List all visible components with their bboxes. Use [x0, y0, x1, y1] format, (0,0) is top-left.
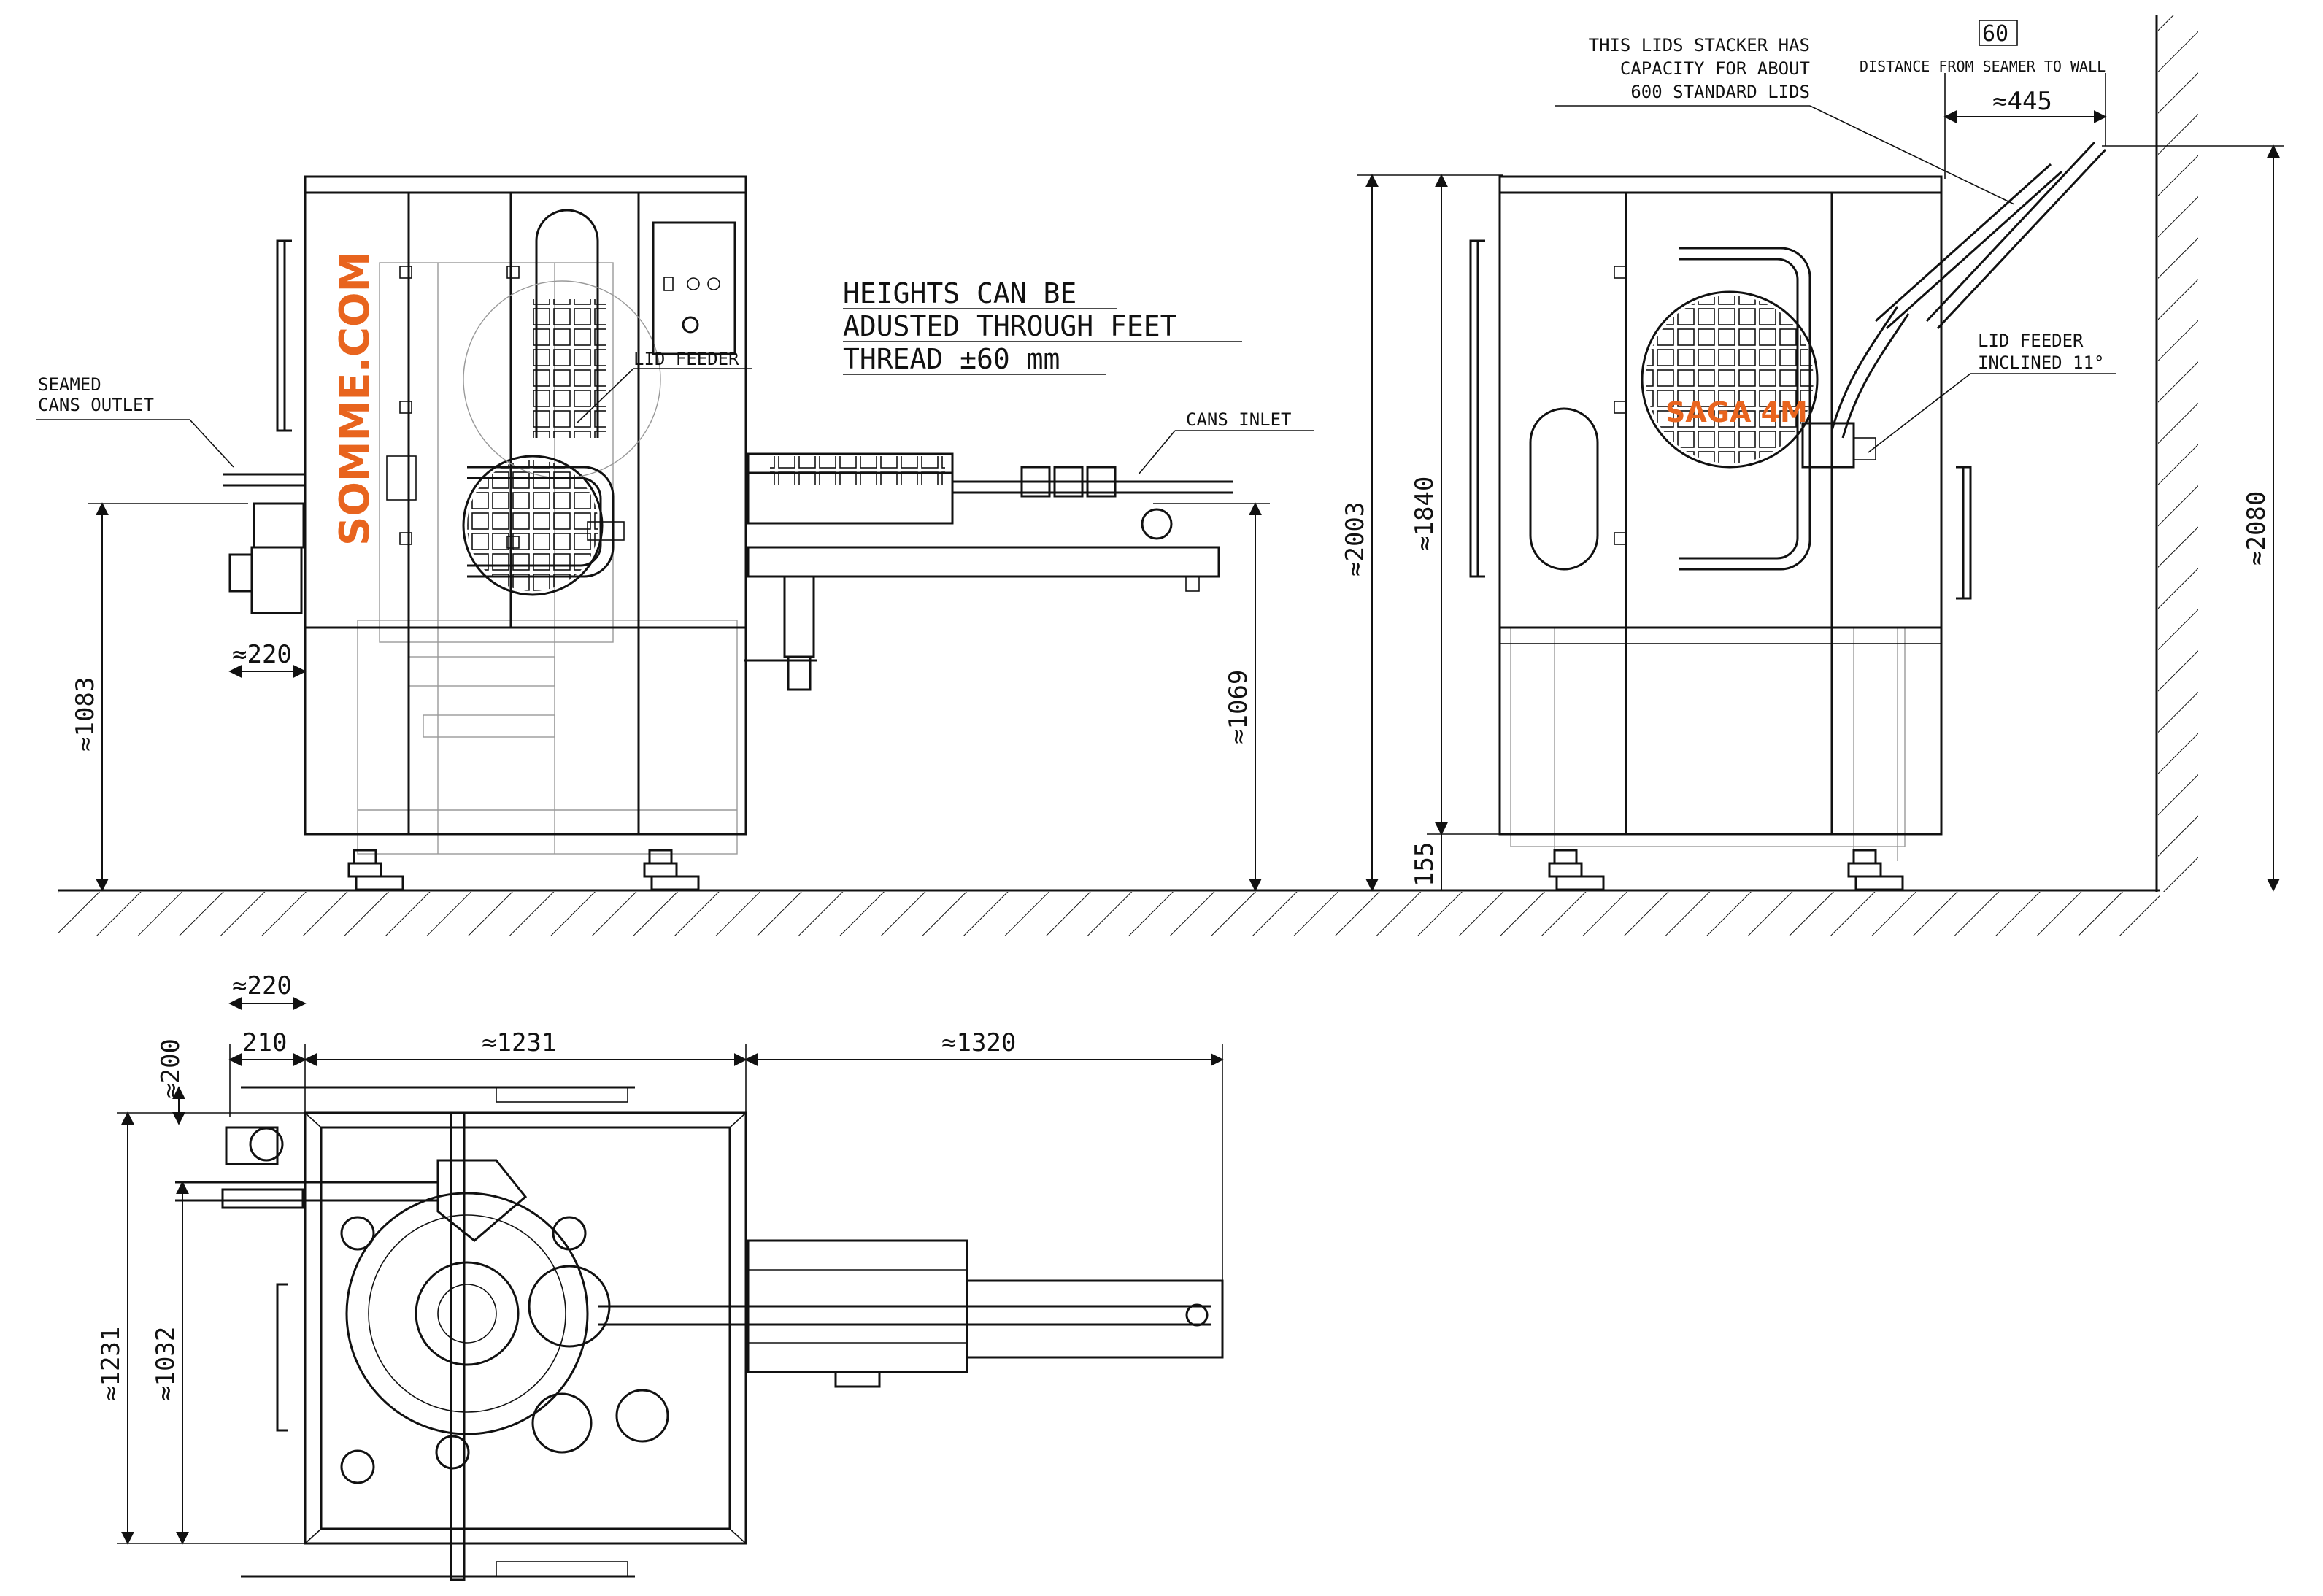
- cans-inlet-label: CANS INLET: [1186, 409, 1292, 430]
- dim-top-1320: ≈1320: [941, 1028, 1016, 1057]
- dim-top-210: 210: [242, 1028, 287, 1057]
- wall: [2155, 15, 2198, 892]
- top-inlet-conveyor: [598, 1239, 1224, 1388]
- heights-note-line1: HEIGHTS CAN BE: [843, 277, 1076, 309]
- dim-side-2080: ≈2080: [2242, 491, 2271, 566]
- top-view: [175, 1086, 1224, 1581]
- front-lid-grid: [533, 299, 606, 438]
- lid-feeder-label: LID FEEDER: [633, 349, 739, 369]
- dim-top-1231-h: ≈1231: [482, 1028, 556, 1057]
- floor-side: [1430, 889, 2160, 936]
- front-view: SOMME.COM: [223, 175, 1233, 891]
- leader-lines: [36, 105, 2116, 475]
- dim-top-220: ≈220: [232, 971, 292, 1001]
- side-ghost-frame: [1510, 627, 1906, 861]
- wall-distance-label: DISTANCE FROM SEAMER TO WALL: [1860, 58, 2106, 75]
- seamed-outlet-label-2: CANS OUTLET: [38, 395, 154, 415]
- dim-top-1231-v: ≈1231: [96, 1327, 126, 1401]
- stacker-note-line1: THIS LIDS STACKER HAS: [1589, 35, 1810, 55]
- dim-front-1083: ≈1083: [71, 677, 100, 752]
- front-turret-grid: [467, 460, 598, 591]
- side-turret-grid: [1646, 296, 1814, 463]
- dim-top-1032: ≈1032: [151, 1327, 180, 1401]
- side-feet: [1548, 849, 1904, 891]
- dim-top-200: ≈200: [156, 1038, 185, 1098]
- front-inlet-conveyor: [744, 452, 1233, 691]
- heights-note-line3: THREAD ±60 mm: [843, 343, 1060, 375]
- side-brand: SAGA 4M: [1665, 396, 1808, 428]
- front-feet: [347, 849, 700, 891]
- stacker-note-line2: CAPACITY FOR ABOUT: [1620, 58, 1810, 79]
- dim-side-155: 155: [1410, 842, 1439, 887]
- stacker-note-line3: 600 STANDARD LIDS: [1630, 82, 1810, 102]
- side-hinges: [1614, 266, 1627, 545]
- heights-note-line2: ADUSTED THROUGH FEET: [843, 310, 1177, 342]
- dim-side-1840: ≈1840: [1410, 477, 1439, 551]
- text-labels: HEIGHTS CAN BE ADUSTED THROUGH FEET THRE…: [38, 21, 2271, 1401]
- dimension-lines: [88, 20, 2284, 1545]
- dim-side-60: 60: [1982, 21, 2008, 47]
- front-motor: [228, 455, 417, 614]
- lid-inclined-label-2: INCLINED 11°: [1978, 352, 2104, 373]
- dim-front-1069: ≈1069: [1224, 670, 1253, 744]
- side-view: SAGA 4M: [1469, 141, 2107, 891]
- seamed-outlet-label-1: SEAMED: [38, 374, 101, 395]
- lid-inclined-label-1: LID FEEDER: [1978, 331, 2084, 351]
- dim-front-220: ≈220: [232, 640, 292, 669]
- front-brand: SOMME.COM: [331, 252, 379, 546]
- dim-side-445: ≈445: [1992, 87, 2052, 116]
- floor-front: [58, 889, 1430, 936]
- dim-side-2003: ≈2003: [1341, 502, 1370, 577]
